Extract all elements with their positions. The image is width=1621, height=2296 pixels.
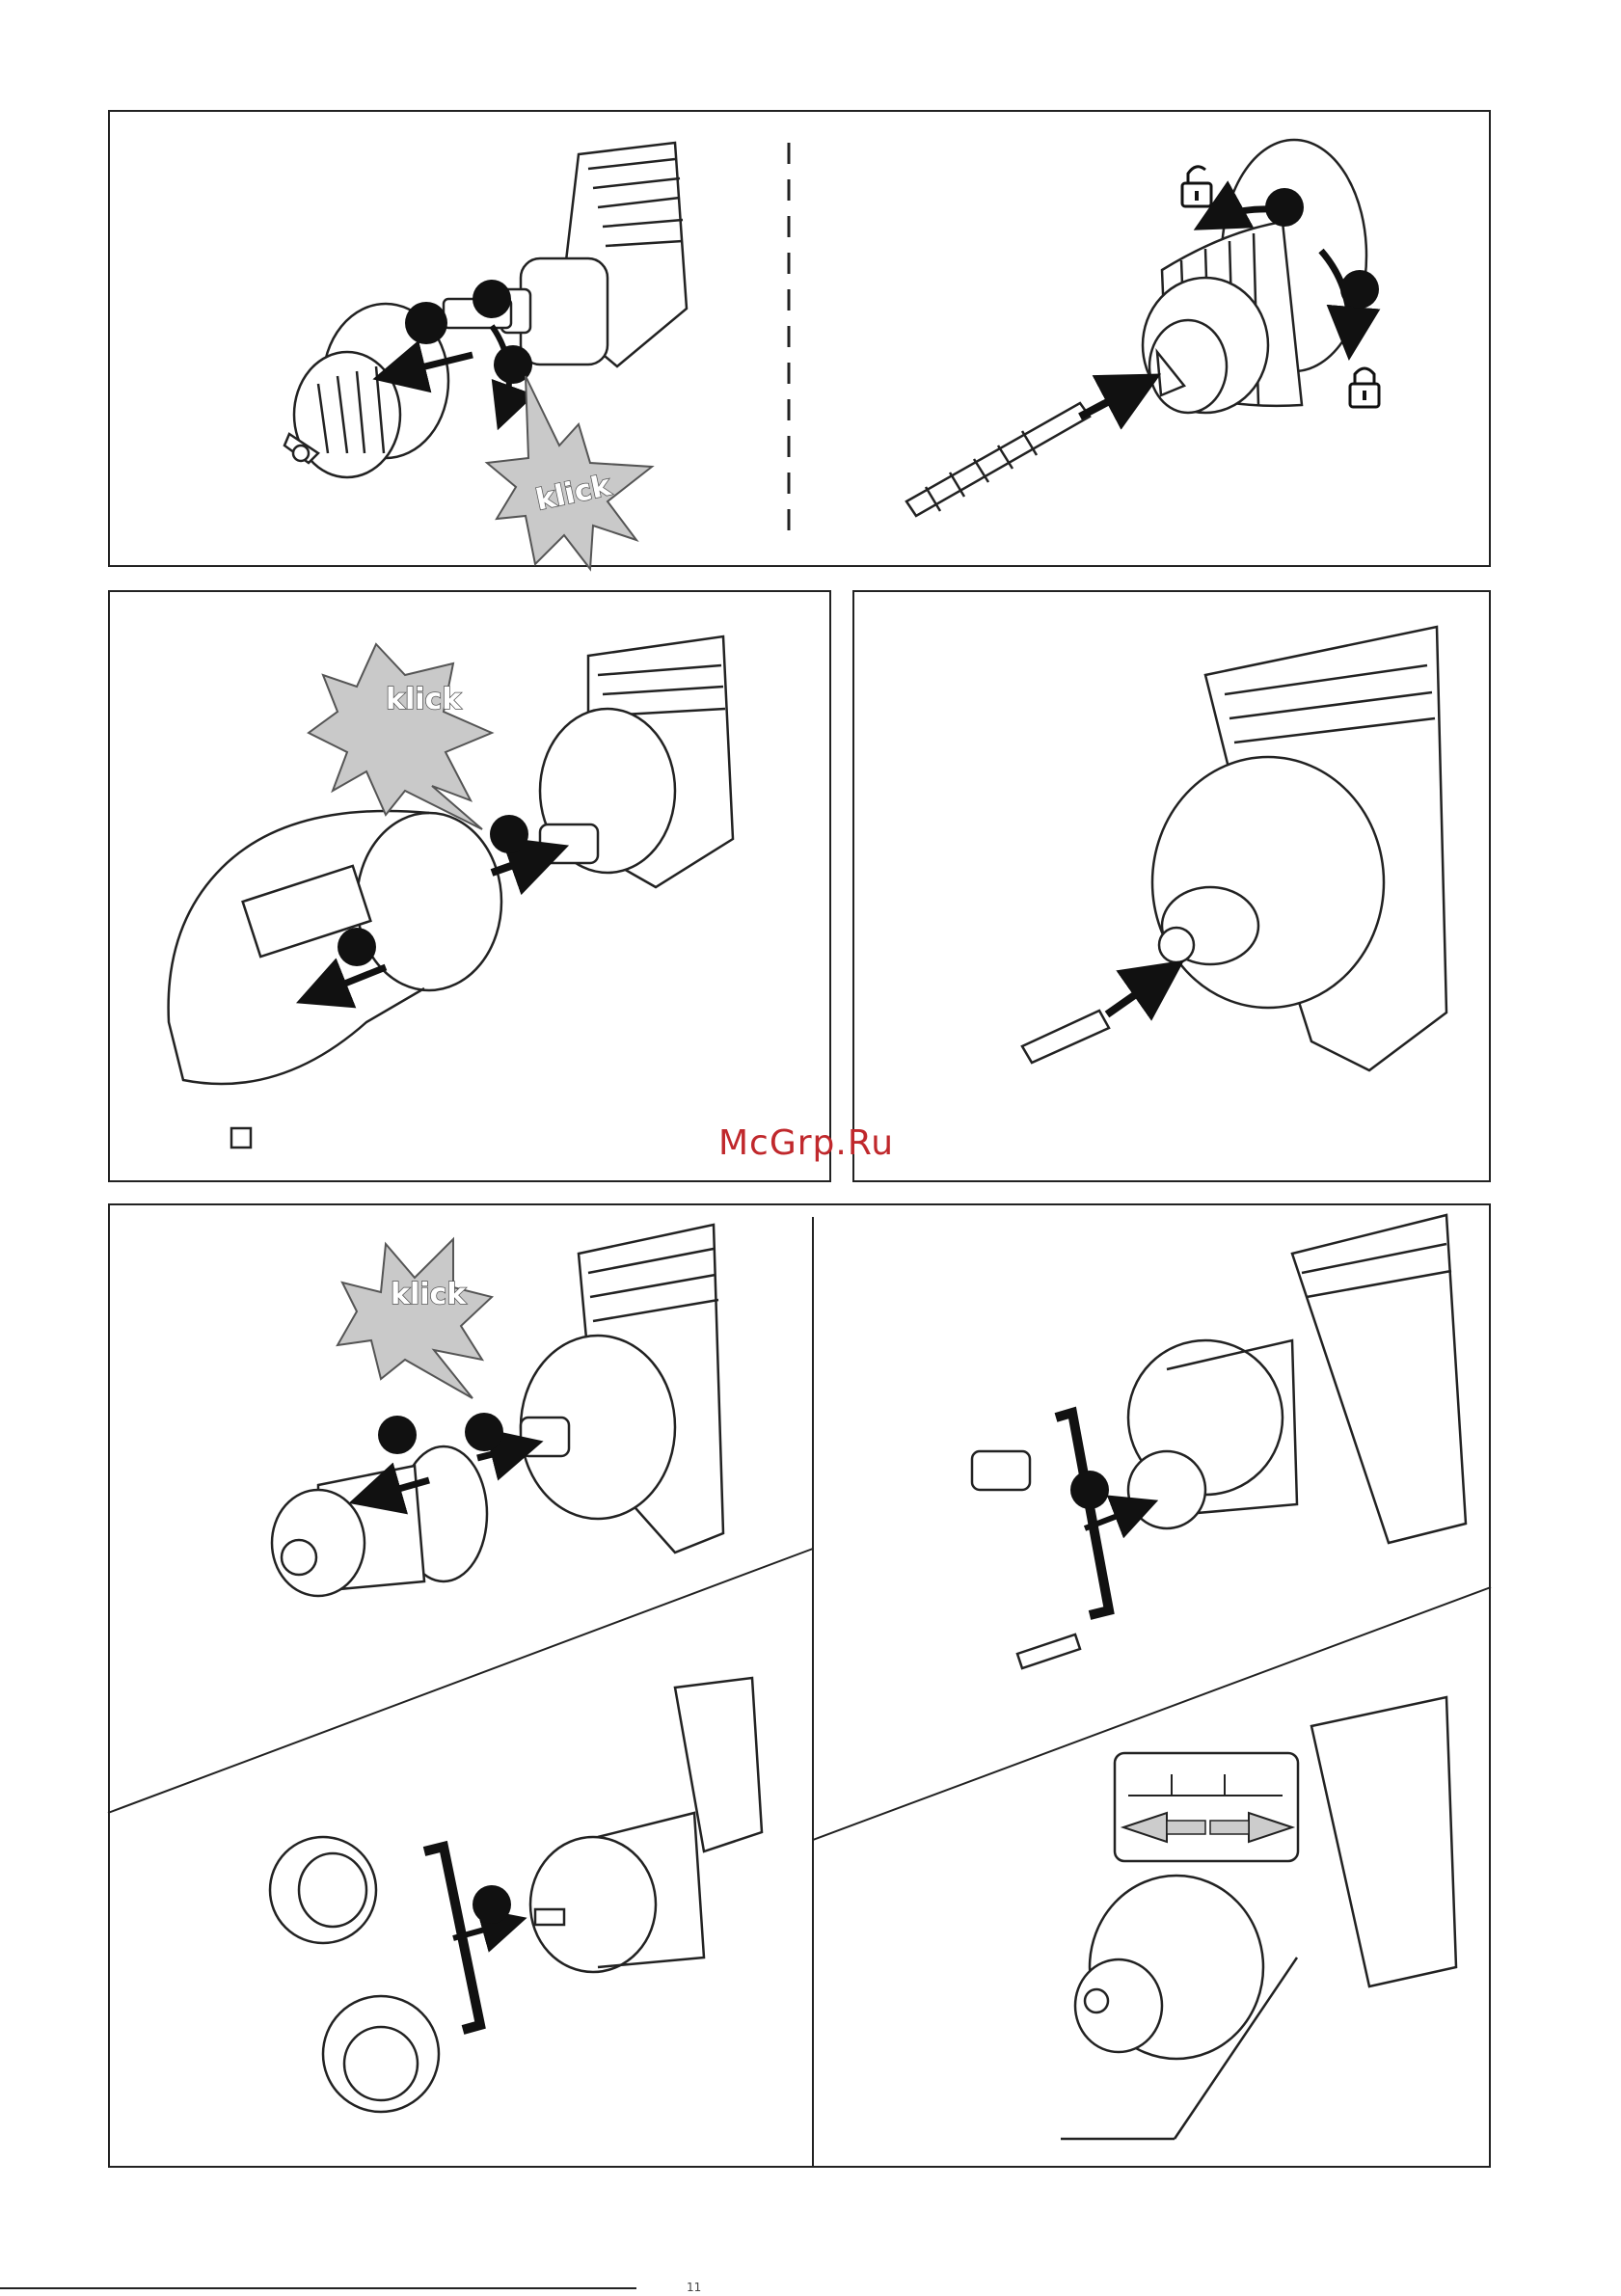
step-marker — [338, 928, 376, 966]
footer-rule — [0, 2287, 636, 2289]
drill-illustration-5 — [272, 1225, 723, 1596]
klick-star-3 — [338, 1239, 492, 1398]
drill-illustration-6 — [270, 1678, 762, 2112]
arrow-insert-bit — [1080, 381, 1148, 417]
klick-star-2 — [309, 644, 492, 829]
bracket — [1056, 1413, 1109, 1615]
step-marker — [1340, 270, 1379, 309]
unlock-icon — [1182, 167, 1211, 206]
step-marker — [1265, 188, 1304, 227]
drill-illustration-4 — [1022, 627, 1446, 1070]
step-marker — [473, 1885, 511, 1924]
step-marker — [405, 302, 447, 344]
klick-label: klick — [386, 683, 462, 716]
step-marker — [465, 1413, 503, 1451]
lock-icon — [1350, 368, 1379, 407]
arrow-insert-bit — [1107, 969, 1172, 1014]
step-marker — [378, 1416, 417, 1454]
drill-illustration-7 — [972, 1215, 1466, 1668]
step-marker — [490, 815, 528, 853]
klick-label: klick — [391, 1278, 467, 1311]
klick-star-1 — [487, 376, 652, 569]
page-number: 11 — [687, 2281, 701, 2294]
mode-selector-label — [1115, 1753, 1298, 1861]
screw-bit — [1022, 1011, 1109, 1063]
bracket — [424, 1847, 480, 2030]
step-marker — [1070, 1471, 1109, 1509]
watermark: McGrp.Ru — [718, 1123, 894, 1163]
step-marker — [473, 280, 511, 318]
arrow-release — [309, 967, 386, 998]
